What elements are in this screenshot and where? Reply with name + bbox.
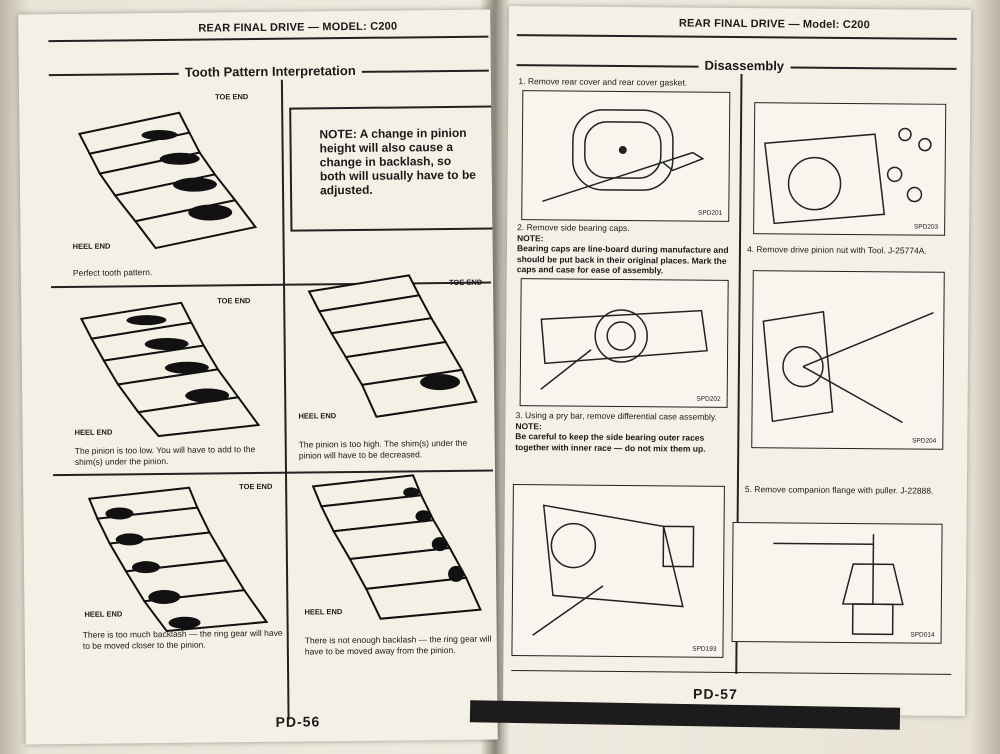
tooth-pattern-figure-perfect [77,111,258,250]
tooth-pattern-figure-pinion-high [307,274,478,418]
step-4: 4. Remove drive pinion nut with Tool. J-… [746,244,927,256]
heel-end-label: HEEL END [72,241,111,251]
figure-parts-removed: SPD203 [753,102,947,236]
caption-little-backlash: There is not enough backlash — the ring … [304,633,492,657]
footer-rule [511,670,952,675]
caption-much-backlash: There is too much backlash — the ring ge… [82,627,283,651]
step-3-note: Be careful to keep the side bearing oute… [515,431,706,454]
step-1: 1. Remove rear cover and rear cover gask… [518,76,688,88]
tooth-pattern-figure-pinion-low [79,301,261,438]
figure-pry-differential: SPD193 [511,484,725,658]
caption-pinion-low: The pinion is too low. You will have to … [74,444,256,467]
toe-end-label: TOE END [239,481,273,492]
running-head: REAR FINAL DRIVE — Model: C200 [678,17,870,32]
step-5: 5. Remove companion flange with puller. … [744,484,934,496]
tooth-pattern-figure-much-backlash [87,486,269,633]
caption-perfect: Perfect tooth pattern. [72,267,153,278]
figure-code: SPD203 [913,223,939,231]
step-3: 3. Using a pry bar, remove differential … [515,410,735,454]
figure-code: SPD202 [696,395,721,403]
page-number: PD-57 [693,685,738,703]
figure-code: SPD014 [910,631,935,639]
step-2-text: 2. Remove side bearing caps. [517,222,630,234]
left-page: REAR FINAL DRIVE — MODEL: C200 Tooth Pat… [18,9,498,745]
heel-end-label: HEEL END [74,427,113,437]
note-text: NOTE: A change in pinion height will als… [319,125,476,198]
figure-remove-bearing-caps: SPD202 [519,278,729,408]
section-title: Disassembly [698,57,791,74]
page-number: PD-56 [275,713,321,730]
toe-end-label: TOE END [448,277,483,287]
figure-drive-pinion-nut: SPD204 [751,270,945,450]
figure-code: SPD204 [912,437,937,445]
figure-remove-rear-cover: SPD201 [521,90,731,222]
figure-companion-flange: SPD014 [731,521,943,644]
running-head: REAR FINAL DRIVE — MODEL: C200 [198,20,398,35]
toe-end-label: TOE END [217,296,251,306]
step-2-note: Bearing caps are line-board during manuf… [516,243,729,276]
header-rule [48,35,489,43]
figure-code: SPD201 [698,209,723,217]
right-page: REAR FINAL DRIVE — Model: C200 Disassemb… [502,5,972,717]
column-divider [280,79,290,720]
section-title: Tooth Pattern Interpretation [178,62,362,80]
header-rule [516,34,957,40]
heel-end-label: HEEL END [84,609,123,619]
toe-end-label: TOE END [215,92,249,102]
note-box: NOTE: A change in pinion height will als… [289,105,495,232]
heel-end-label: HEEL END [304,607,343,617]
caption-pinion-high: The pinion is too high. The shim(s) unde… [298,437,468,461]
figure-code: SPD193 [692,645,717,653]
step-3-text: 3. Using a pry bar, remove differential … [515,410,717,422]
heel-end-label: HEEL END [298,411,337,421]
step-2: 2. Remove side bearing caps. NOTE: Beari… [517,222,737,276]
tooth-pattern-figure-little-backlash [311,474,482,620]
